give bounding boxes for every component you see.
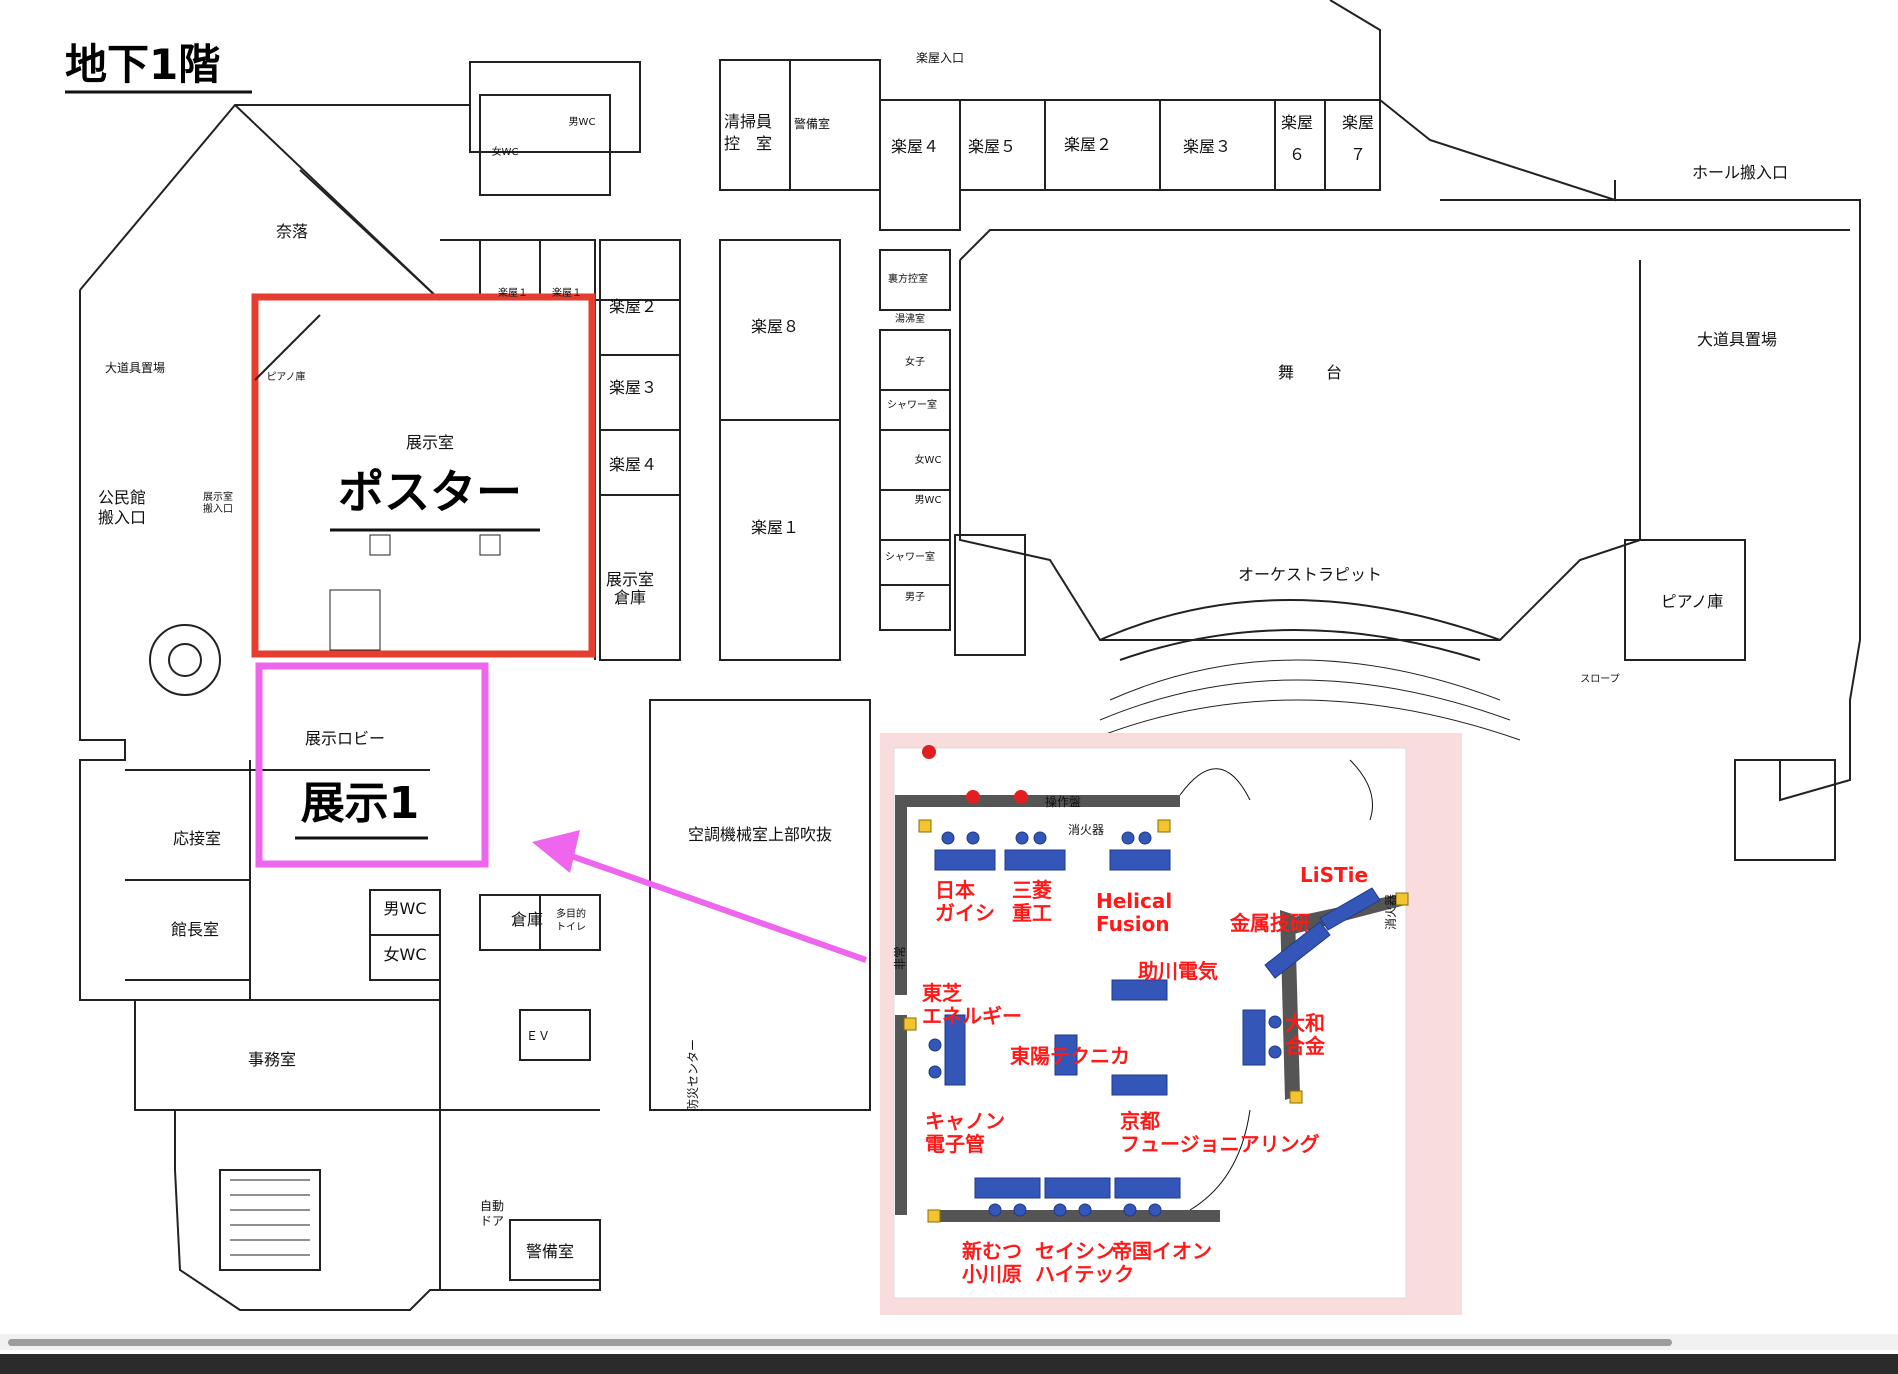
label-tenjishitsu-souko: 展示室倉庫 bbox=[606, 570, 654, 607]
label-orchestra: オーケストラピット bbox=[1238, 565, 1382, 584]
vendor-label: 東陽テクニカ bbox=[1010, 1044, 1130, 1068]
walls bbox=[79, 0, 1861, 1311]
poster-room-highlight[interactable] bbox=[251, 293, 596, 658]
floor-map: 地下1階 展示室 ポスター 展示ロビー 展示1 楽屋入口 清掃員控 室 警備室 … bbox=[65, 0, 1861, 1315]
label-shower1: シャワー室 bbox=[887, 398, 937, 411]
label-gakuya2-mid: 楽屋２ bbox=[609, 297, 657, 316]
label-bousai: 防災センター bbox=[685, 1039, 700, 1111]
poster-room-name: ポスター bbox=[338, 465, 522, 519]
label-gakuya3-top: 楽屋３ bbox=[1183, 137, 1231, 156]
label-ouse: 応接室 bbox=[173, 829, 221, 848]
inset-label-sousaban: 操作盤 bbox=[1045, 794, 1081, 809]
vendor-label: 東芝エネルギー bbox=[922, 981, 1022, 1028]
label-keibi-top: 警備室 bbox=[794, 116, 830, 131]
label-ev: ＥＶ bbox=[526, 1029, 550, 1043]
label-keibi-bottom: 警備室 bbox=[526, 1242, 574, 1261]
label-otoko-wc-small: 男WC bbox=[915, 494, 942, 506]
arrow-line bbox=[559, 849, 867, 963]
label-souko: 倉庫 bbox=[511, 910, 543, 929]
label-slope: スロープ bbox=[1580, 673, 1619, 685]
label-gakuya1a: 楽屋１ bbox=[498, 286, 528, 299]
vendor-label: セイシンハイテック bbox=[1035, 1239, 1134, 1286]
label-onna-wc-small: 女WC bbox=[915, 453, 942, 466]
label-onna-wc: 女WC bbox=[384, 945, 427, 964]
inset-label-shoukaki: 消火器 bbox=[1068, 823, 1104, 837]
vendor-label: キャノン電子管 bbox=[925, 1109, 1005, 1156]
vendor-label: 日本ガイシ bbox=[935, 878, 995, 925]
vendor-label: 新むつ小川原 bbox=[962, 1239, 1022, 1286]
vendor-label: 帝国イオン bbox=[1112, 1239, 1212, 1263]
label-oodougu-left: 大道具置場 bbox=[105, 361, 165, 375]
exhibit-room-highlight[interactable] bbox=[255, 662, 489, 868]
vendor-label: 大和合金 bbox=[1285, 1011, 1326, 1058]
label-otoko-wc: 男WC bbox=[384, 899, 427, 918]
vendor-label: 京都フュージョニアリング bbox=[1120, 1109, 1320, 1156]
label-piano-right: ピアノ庫 bbox=[1661, 592, 1724, 611]
floor-title: 地下1階 bbox=[65, 40, 220, 89]
label-tenjishitsu-hannyu: 展示室搬入口 bbox=[203, 490, 233, 515]
vendor-label: 金属技研 bbox=[1229, 911, 1310, 935]
inset-label-shoukaki2: 消火器 bbox=[1384, 894, 1398, 930]
label-gakuya2-top: 楽屋２ bbox=[1064, 135, 1112, 154]
label-seisouin: 清掃員控 室 bbox=[724, 112, 772, 153]
label-gakuya7: 楽屋７ bbox=[1342, 113, 1374, 164]
label-naraku: 奈落 bbox=[276, 222, 308, 241]
label-joshi: 女子 bbox=[905, 355, 925, 368]
label-gakuya8: 楽屋８ bbox=[751, 317, 799, 336]
label-gakuya3-mid: 楽屋３ bbox=[609, 378, 657, 397]
label-kouminkan: 公民館搬入口 bbox=[98, 488, 146, 527]
bottom-bar bbox=[0, 1354, 1898, 1374]
label-gakuya4-mid: 楽屋４ bbox=[609, 455, 657, 474]
label-danshi: 男子 bbox=[905, 591, 925, 603]
label-jidou-door: 自動ドア bbox=[480, 1199, 504, 1228]
label-oodougu-right: 大道具置場 bbox=[1697, 330, 1777, 349]
label-hall-hannyu: ホール搬入口 bbox=[1692, 163, 1788, 182]
label-gakuya-iriguchi: 楽屋入口 bbox=[916, 51, 964, 65]
label-kanchou: 館長室 bbox=[171, 920, 219, 939]
label-gakuya6: 楽屋６ bbox=[1281, 113, 1313, 164]
label-gakuya5: 楽屋５ bbox=[968, 137, 1016, 156]
label-top-otoko-wc: 男WC bbox=[569, 116, 596, 128]
poster-room-caption: 展示室 bbox=[406, 433, 454, 452]
label-yuwakashi: 湯沸室 bbox=[895, 312, 925, 325]
label-gakuya4: 楽屋４ bbox=[891, 137, 939, 156]
vendor-label: 助川電気 bbox=[1138, 959, 1218, 983]
vendor-label: 三菱重工 bbox=[1012, 878, 1052, 925]
exhibit-room-caption: 展示ロビー bbox=[305, 729, 385, 748]
label-tamokuteki: 多目的トイレ bbox=[556, 907, 586, 933]
vendor-label: LiSTie bbox=[1300, 863, 1368, 887]
exhibit-room-name: 展示1 bbox=[301, 778, 420, 829]
label-butai: 舞 台 bbox=[1278, 363, 1342, 382]
label-gakuya1-mid: 楽屋１ bbox=[751, 518, 799, 537]
label-jimu: 事務室 bbox=[248, 1050, 296, 1069]
label-shower2: シャワー室 bbox=[885, 550, 935, 563]
horizontal-scrollbar-thumb[interactable] bbox=[8, 1339, 1672, 1346]
arrow-head bbox=[532, 830, 580, 873]
label-piano-left: ピアノ庫 bbox=[266, 370, 305, 383]
label-kucho: 空調機械室上部吹抜 bbox=[688, 825, 832, 844]
label-gakuya1b: 楽屋１ bbox=[552, 286, 582, 299]
label-top-onna-wc: 女WC bbox=[492, 145, 519, 158]
label-urakata: 裏方控室 bbox=[888, 272, 928, 285]
inset-label-hijou: 非常 bbox=[893, 946, 907, 970]
